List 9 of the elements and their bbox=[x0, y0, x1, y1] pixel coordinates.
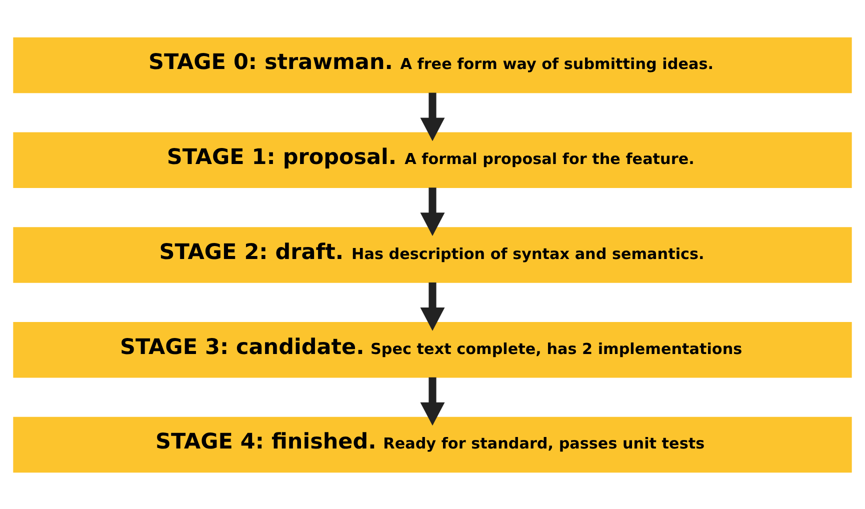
node-box: STAGE 3: candidate. Spec text complete, has 2 implementations bbox=[13, 322, 852, 378]
node-box: STAGE 2: draft. Has description of syntax and semantics. bbox=[13, 226, 852, 282]
node-box: STAGE 1: proposal. A formal proposal for the feature. bbox=[13, 132, 852, 188]
arrow bbox=[420, 376, 445, 426]
node-box: STAGE 0: strawman. A free form way of submitting ideas. bbox=[13, 36, 852, 93]
arrow bbox=[420, 187, 445, 236]
arrow bbox=[420, 282, 445, 330]
node-box: STAGE 4: finished. Ready for standard, passes unit tests bbox=[13, 416, 852, 472]
arrow bbox=[420, 92, 445, 141]
